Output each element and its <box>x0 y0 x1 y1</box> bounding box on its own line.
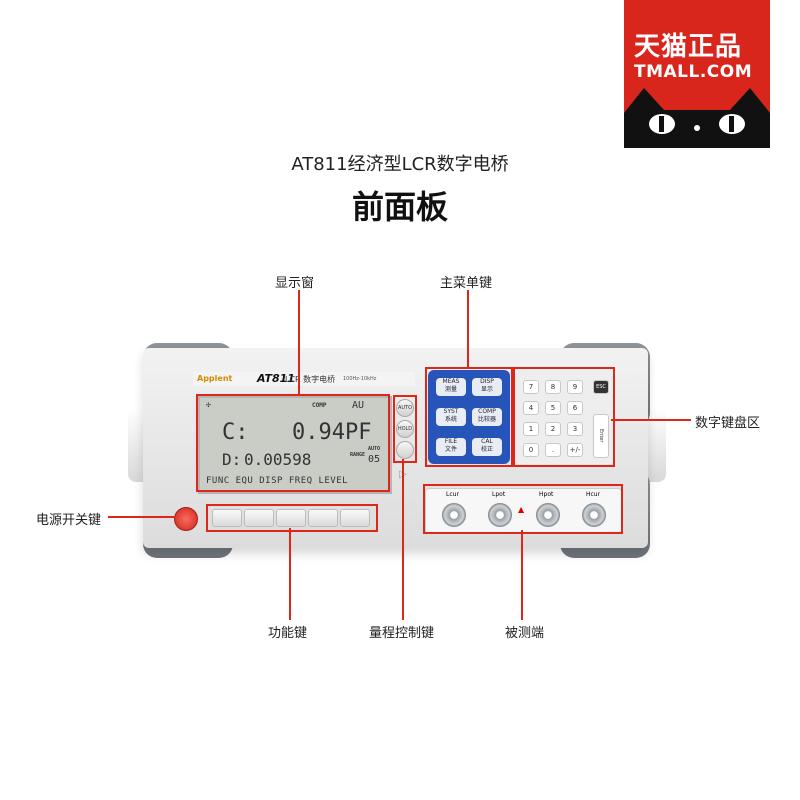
terminal-label-lcur: Lcur <box>446 491 459 498</box>
hcur-terminal[interactable] <box>582 503 606 527</box>
esc-key[interactable]: ESC <box>593 380 609 394</box>
lcd-secondary-value: 0.00598 <box>244 450 312 469</box>
lcd-secondary-param: D: <box>222 450 242 469</box>
key-7[interactable]: 7 <box>523 380 539 394</box>
lcd-range-label: RANGE <box>350 452 366 458</box>
badge-genuine-cn: 正品 <box>688 32 743 62</box>
lcd-comp-indicator: COMP <box>312 402 327 409</box>
lcd-primary-value: 0.94PF <box>292 420 372 445</box>
brand-logo: Applent <box>197 374 233 383</box>
power-callout-line <box>108 516 174 518</box>
numeric-keypad: 7 8 9 4 5 6 1 2 3 0 . +/- ESC Enter <box>515 370 613 464</box>
range-keys-highlight <box>393 395 417 463</box>
badge-brand-cn: 天猫 <box>634 32 689 62</box>
display-callout-line <box>298 290 300 396</box>
lpot-terminal[interactable] <box>488 503 512 527</box>
key-6[interactable]: 6 <box>567 401 583 415</box>
range-callout-line <box>402 459 404 620</box>
lcd-indicator-icon: ✣ <box>206 400 211 409</box>
menu-callout-line <box>467 290 469 368</box>
terminal-callout-line <box>521 530 523 620</box>
lcd-softkey-labels: FUNC EQU DISP FREQ LEVEL <box>206 476 349 486</box>
key-3[interactable]: 3 <box>567 422 583 436</box>
key-2[interactable]: 2 <box>545 422 561 436</box>
lcd-au-indicator: AU <box>352 400 365 411</box>
display-window-highlight <box>196 394 390 492</box>
function-key-3[interactable] <box>276 509 306 527</box>
range-hold-key[interactable]: HOLD <box>396 420 414 438</box>
lcd-display: ✣ COMP AU C: 0.94PF D: 0.00598 RANGE AUT… <box>198 396 392 494</box>
hpot-terminal[interactable] <box>536 503 560 527</box>
numeric-keypad-highlight <box>513 367 615 467</box>
label-display-window: 显示窗 <box>275 276 315 291</box>
function-callout-line <box>289 528 291 620</box>
function-keys-highlight <box>206 504 378 532</box>
model-name: AT811 <box>257 372 295 385</box>
power-switch-button[interactable] <box>174 507 198 531</box>
key-plus-minus[interactable]: +/- <box>567 443 583 457</box>
range-up-key[interactable]: AUTO <box>396 399 414 417</box>
lcur-terminal[interactable] <box>442 503 466 527</box>
tmall-badge: 天猫正品 TMALL.COM <box>624 0 770 148</box>
keypad-callout-line <box>611 419 691 421</box>
function-key-1[interactable] <box>212 509 242 527</box>
frequency-range: 100Hz-10kHz <box>343 376 377 382</box>
terminal-label-lpot: Lpot <box>492 491 506 498</box>
badge-brand-en: TMALL.COM <box>634 62 753 82</box>
key-4[interactable]: 4 <box>523 401 539 415</box>
key-8[interactable]: 8 <box>545 380 561 394</box>
warning-icon: ▲ <box>518 505 525 514</box>
terminal-label-hcur: Hcur <box>586 491 601 498</box>
label-function-keys: 功能键 <box>268 626 308 641</box>
label-power-switch: 电源开关键 <box>36 513 102 528</box>
lcd-range-value: 05 <box>368 454 381 465</box>
function-key-5[interactable] <box>340 509 370 527</box>
label-range-keys: 量程控制键 <box>369 626 435 641</box>
model-subtitle: LCR 数字电桥 <box>285 375 336 384</box>
test-terminals-highlight <box>423 484 623 534</box>
key-0[interactable]: 0 <box>523 443 539 457</box>
product-subtitle: AT811经济型LCR数字电桥 <box>291 154 509 175</box>
function-key-2[interactable] <box>244 509 274 527</box>
enter-key[interactable]: Enter <box>593 414 609 458</box>
key-5[interactable]: 5 <box>545 401 561 415</box>
key-9[interactable]: 9 <box>567 380 583 394</box>
page-title: 前面板 <box>351 188 448 226</box>
device-header-strip: Applent AT811 LCR 数字电桥 100Hz-10kHz <box>193 372 415 386</box>
function-key-4[interactable] <box>308 509 338 527</box>
main-menu-highlight <box>425 367 513 467</box>
cat-face-icon <box>624 88 770 148</box>
lcd-primary-param: C: <box>222 420 249 445</box>
label-main-menu-keys: 主菜单键 <box>440 276 493 291</box>
lcd-auto-indicator: AUTO <box>368 446 381 452</box>
label-numeric-keypad: 数字键盘区 <box>695 416 761 431</box>
key-dot[interactable]: . <box>545 443 561 457</box>
label-test-terminals: 被测端 <box>505 626 545 641</box>
range-down-key[interactable] <box>396 441 414 459</box>
key-1[interactable]: 1 <box>523 422 539 436</box>
terminal-label-hpot: Hpot <box>539 491 554 498</box>
